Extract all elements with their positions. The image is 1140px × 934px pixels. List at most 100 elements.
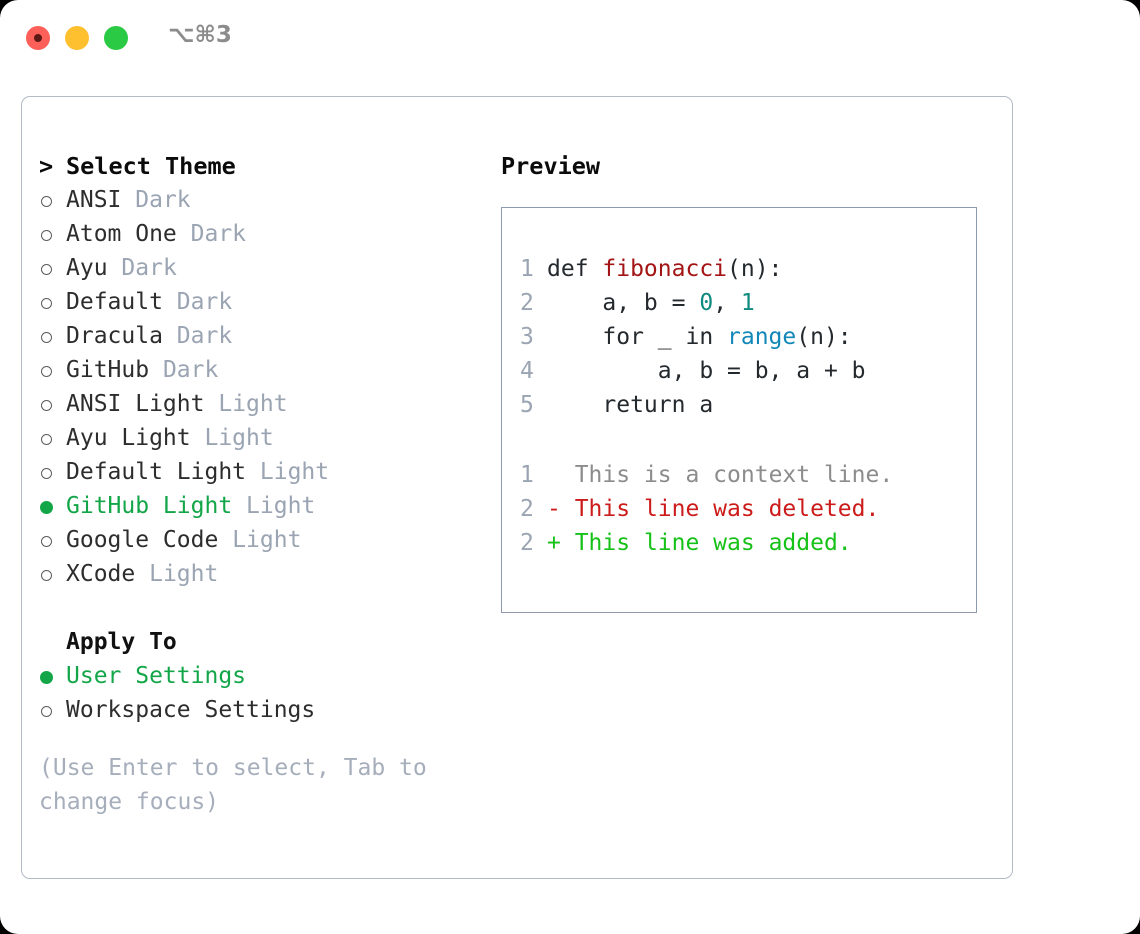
code-line: 5 return a [520,388,976,422]
theme-name: ANSI [66,187,122,213]
theme-list-item[interactable]: GitHub Dark [39,353,489,387]
theme-list-item[interactable]: Default Light Light [39,455,489,489]
theme-category-tag: Dark [135,187,191,213]
theme-name: Google Code [66,527,219,553]
code-token: 0 [699,290,714,316]
theme-list-item[interactable]: GitHub Light Light [39,489,489,523]
code-token: 1 [740,290,755,316]
diff-sign [547,462,561,488]
theme-category-tag: Dark [176,323,233,349]
radio-empty-icon[interactable] [39,320,66,354]
theme-category-tag: Dark [190,221,247,247]
theme-list-item[interactable]: ANSI Dark [39,183,489,217]
theme-list-item[interactable]: Atom One Dark [39,217,489,251]
radio-empty-icon[interactable] [39,354,66,388]
cursor-marker: > [39,152,68,180]
theme-list-item[interactable]: Google Code Light [39,523,489,557]
radio-empty-icon[interactable] [39,388,66,422]
radio-empty-icon[interactable] [39,558,66,592]
code-token: (n): [796,324,852,350]
maximize-icon[interactable] [104,26,128,50]
theme-name: XCode [66,561,136,587]
keyboard-hint: (Use Enter to select, Tab to change focu… [39,755,441,815]
code-token: a, b = b, a + b [547,358,866,384]
no-bullet-icon [39,626,66,660]
radio-empty-icon[interactable] [39,252,66,286]
theme-name: Ayu Light [66,425,191,451]
code-token: return a [547,392,714,418]
diff-line: 1 This is a context line. [520,458,976,492]
radio-selected-icon[interactable] [39,490,66,524]
radio-empty-icon[interactable] [39,456,66,490]
diff-line: 2- This line was deleted. [520,492,976,526]
line-number: 5 [520,392,534,418]
apply-to-item[interactable]: Workspace Settings [39,693,489,727]
line-number: 4 [520,358,534,384]
theme-name: Default [66,289,163,315]
code-token: , [713,290,741,316]
theme-list-item[interactable]: Dracula Dark [39,319,489,353]
code-line: 4 a, b = b, a + b [520,354,976,388]
apply-to-heading: Apply To [39,625,489,659]
diff-text: This is a context line. [560,462,894,488]
radio-empty-icon[interactable] [39,422,66,456]
theme-list-item[interactable]: Default Dark [39,285,489,319]
code-diff-gap [520,422,976,458]
diff-text: This line was added. [560,530,852,556]
apply-to-label: Apply To [66,629,177,655]
theme-name: Ayu [66,255,108,281]
line-number: 2 [520,496,534,522]
theme-list-item[interactable]: ANSI Light Light [39,387,489,421]
theme-name: ANSI Light [66,391,205,417]
line-number: 2 [520,290,534,316]
minimize-icon[interactable] [65,26,89,50]
apply-to-option-label: Workspace Settings [66,697,316,723]
diff-line: 2 + This line was added. [520,526,976,560]
radio-empty-icon[interactable] [39,524,66,558]
list-spacer [39,591,489,625]
select-theme-heading: > Select Theme [39,149,489,183]
line-number: 2 [520,530,534,556]
radio-selected-icon[interactable] [39,660,66,694]
line-number: 1 [520,256,534,282]
diff-text: This line was deleted. [560,496,880,522]
code-token: def [547,256,603,282]
radio-empty-icon[interactable] [39,218,66,252]
apply-to-option-label: User Settings [66,663,247,689]
select-theme-heading-label: Select Theme [66,152,236,180]
apply-to-item[interactable]: User Settings [39,659,489,693]
theme-category-tag: Light [218,391,288,417]
preview-title: Preview [501,152,601,180]
theme-category-tag: Dark [162,357,219,383]
theme-category-tag: Dark [176,289,233,315]
code-token: range [727,324,797,350]
traffic-lights [26,26,128,50]
window-title: ⌥⌘3 [168,22,232,48]
radio-empty-icon[interactable] [39,286,66,320]
theme-list-item[interactable]: XCode Light [39,557,489,591]
title-bar: ⌥⌘3 [0,0,1140,76]
diff-sign: + [547,530,561,556]
diff-sign: - [547,496,561,522]
diff-sample: 1 This is a context line.2- This line wa… [520,458,976,560]
code-token: a, b = [547,290,700,316]
theme-list-item[interactable]: Ayu Light Light [39,421,489,455]
theme-name: Default Light [66,459,247,485]
radio-empty-icon[interactable] [39,694,66,728]
radio-empty-icon[interactable] [39,184,66,218]
theme-list-item[interactable]: Ayu Dark [39,251,489,285]
theme-name: GitHub [66,357,150,383]
close-icon[interactable] [26,26,50,50]
theme-category-tag: Light [204,425,274,451]
theme-category-tag: Light [259,459,330,485]
